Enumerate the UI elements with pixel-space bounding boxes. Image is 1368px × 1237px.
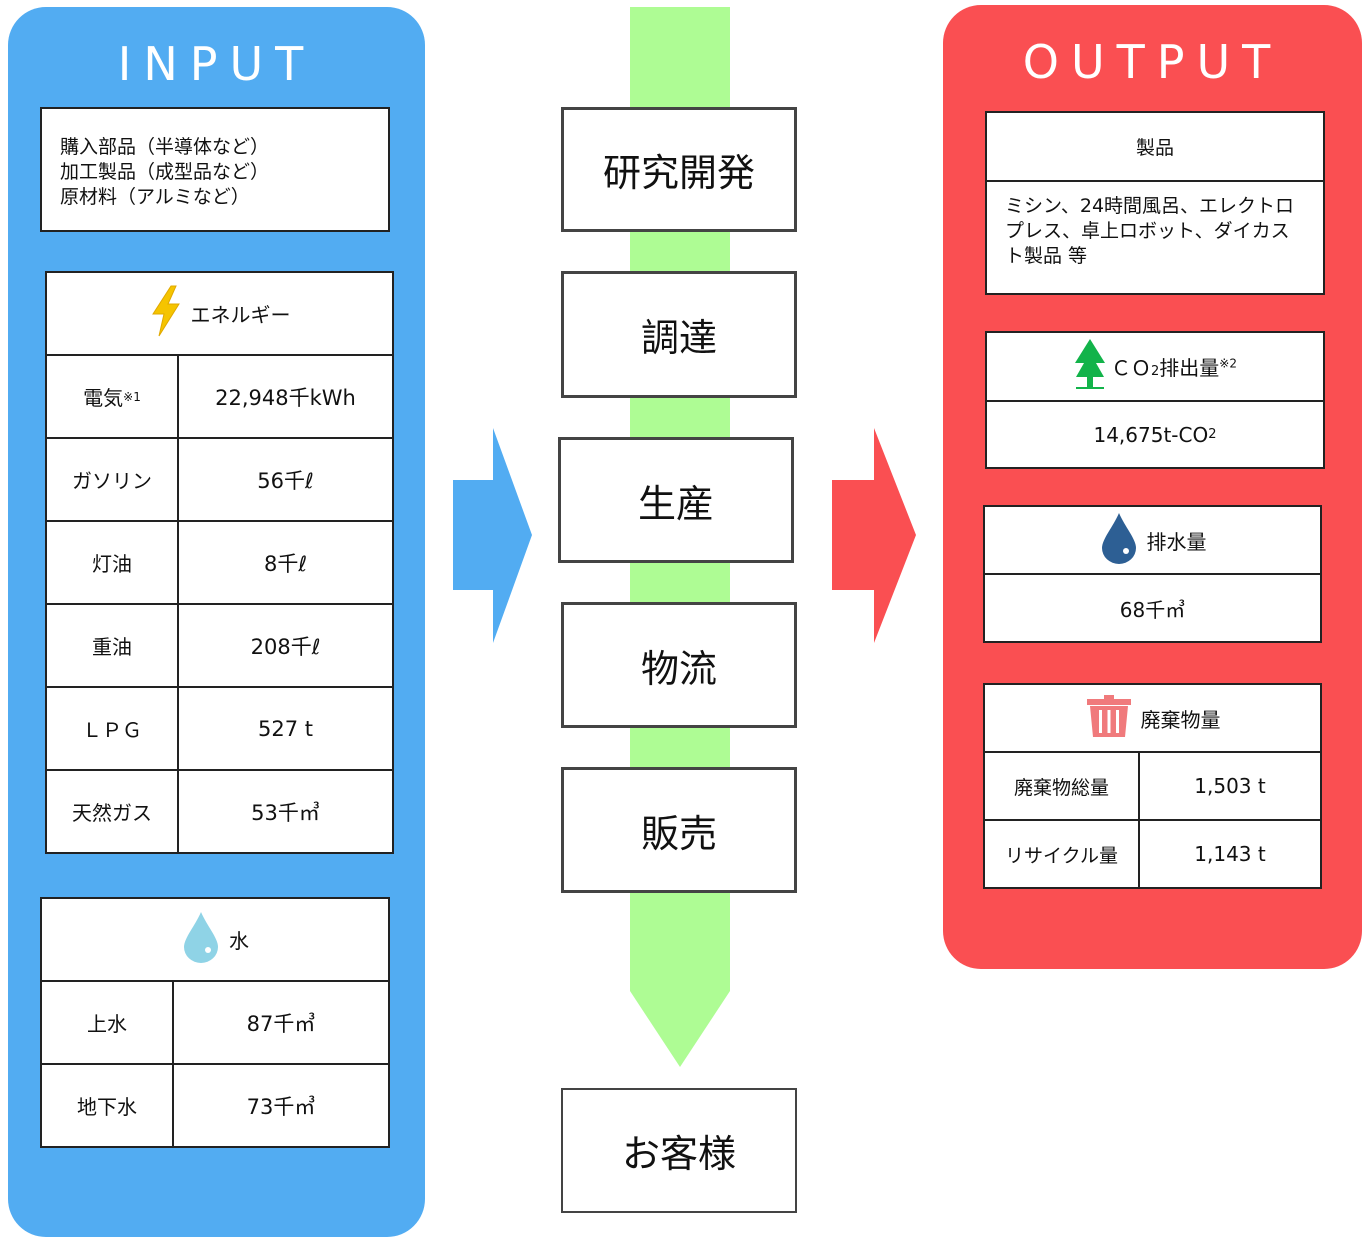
table-row-value: 22,948千kWh bbox=[177, 354, 394, 439]
table-row-label: 灯油 bbox=[45, 520, 179, 605]
water-drop-icon bbox=[1099, 511, 1139, 570]
output-title: OUTPUT bbox=[1022, 35, 1283, 89]
table-row-value: 1,143 t bbox=[1138, 819, 1322, 889]
trash-can-icon bbox=[1085, 694, 1133, 743]
stage-logistics: 物流 bbox=[561, 602, 797, 728]
drainage-header: 排水量 bbox=[983, 505, 1322, 575]
table-row-label: 廃棄物総量 bbox=[983, 751, 1140, 821]
table-row-value: 208千ℓ bbox=[177, 603, 394, 688]
energy-header: エネルギー bbox=[45, 271, 394, 356]
table-row-label: 電気※1 bbox=[45, 354, 179, 439]
water-header: 水 bbox=[40, 897, 390, 982]
table-row-label: ガソリン bbox=[45, 437, 179, 522]
table-row-value: 87千㎥ bbox=[172, 980, 390, 1065]
input-arrow bbox=[453, 428, 532, 643]
products-text: ミシン、24時間風呂、エレクトロプレス、卓上ロボット、ダイカスト製品 等 bbox=[985, 180, 1325, 295]
table-row-label: 地下水 bbox=[40, 1063, 174, 1148]
drainage-header-label: 排水量 bbox=[1146, 529, 1207, 554]
water-header-label: 水 bbox=[229, 929, 249, 953]
stage-sales: 販売 bbox=[561, 767, 797, 893]
table-row-label: 上水 bbox=[40, 980, 174, 1065]
materials-box: 購入部品（半導体など） 加工製品（成型品など） 原材料（アルミなど） bbox=[40, 107, 390, 232]
table-row-value: 53千㎥ bbox=[177, 769, 394, 854]
table-row-value: 527 t bbox=[177, 686, 394, 771]
stage-production: 生産 bbox=[558, 437, 794, 563]
output-arrow bbox=[832, 428, 916, 643]
water-drop-icon bbox=[181, 910, 221, 969]
table-row-label: リサイクル量 bbox=[983, 819, 1140, 889]
table-row-label: 天然ガス bbox=[45, 769, 179, 854]
table-row-value: 73千㎥ bbox=[172, 1063, 390, 1148]
stage-rnd: 研究開発 bbox=[561, 107, 797, 232]
tree-icon bbox=[1073, 337, 1107, 396]
stage-procurement: 調達 bbox=[561, 271, 797, 398]
table-row-value: 8千ℓ bbox=[177, 520, 394, 605]
lightning-icon bbox=[149, 284, 183, 343]
table-row-label: 重油 bbox=[45, 603, 179, 688]
products-header: 製品 bbox=[985, 111, 1325, 182]
table-row-value: 56千ℓ bbox=[177, 437, 394, 522]
table-row-label: ＬＰＧ bbox=[45, 686, 179, 771]
table-row-value: 1,503 t bbox=[1138, 751, 1322, 821]
waste-header-label: 廃棄物量 bbox=[1140, 707, 1221, 732]
energy-header-label: エネルギー bbox=[190, 303, 291, 327]
co2-header: ＣＯ2排出量※2 bbox=[985, 331, 1325, 402]
customer-box: お客様 bbox=[561, 1088, 797, 1213]
waste-header: 廃棄物量 bbox=[983, 683, 1322, 753]
input-title: INPUT bbox=[117, 37, 316, 91]
co2-header-label: ＣＯ2排出量※2 bbox=[1111, 356, 1237, 380]
drainage-value: 68千㎥ bbox=[983, 573, 1322, 643]
